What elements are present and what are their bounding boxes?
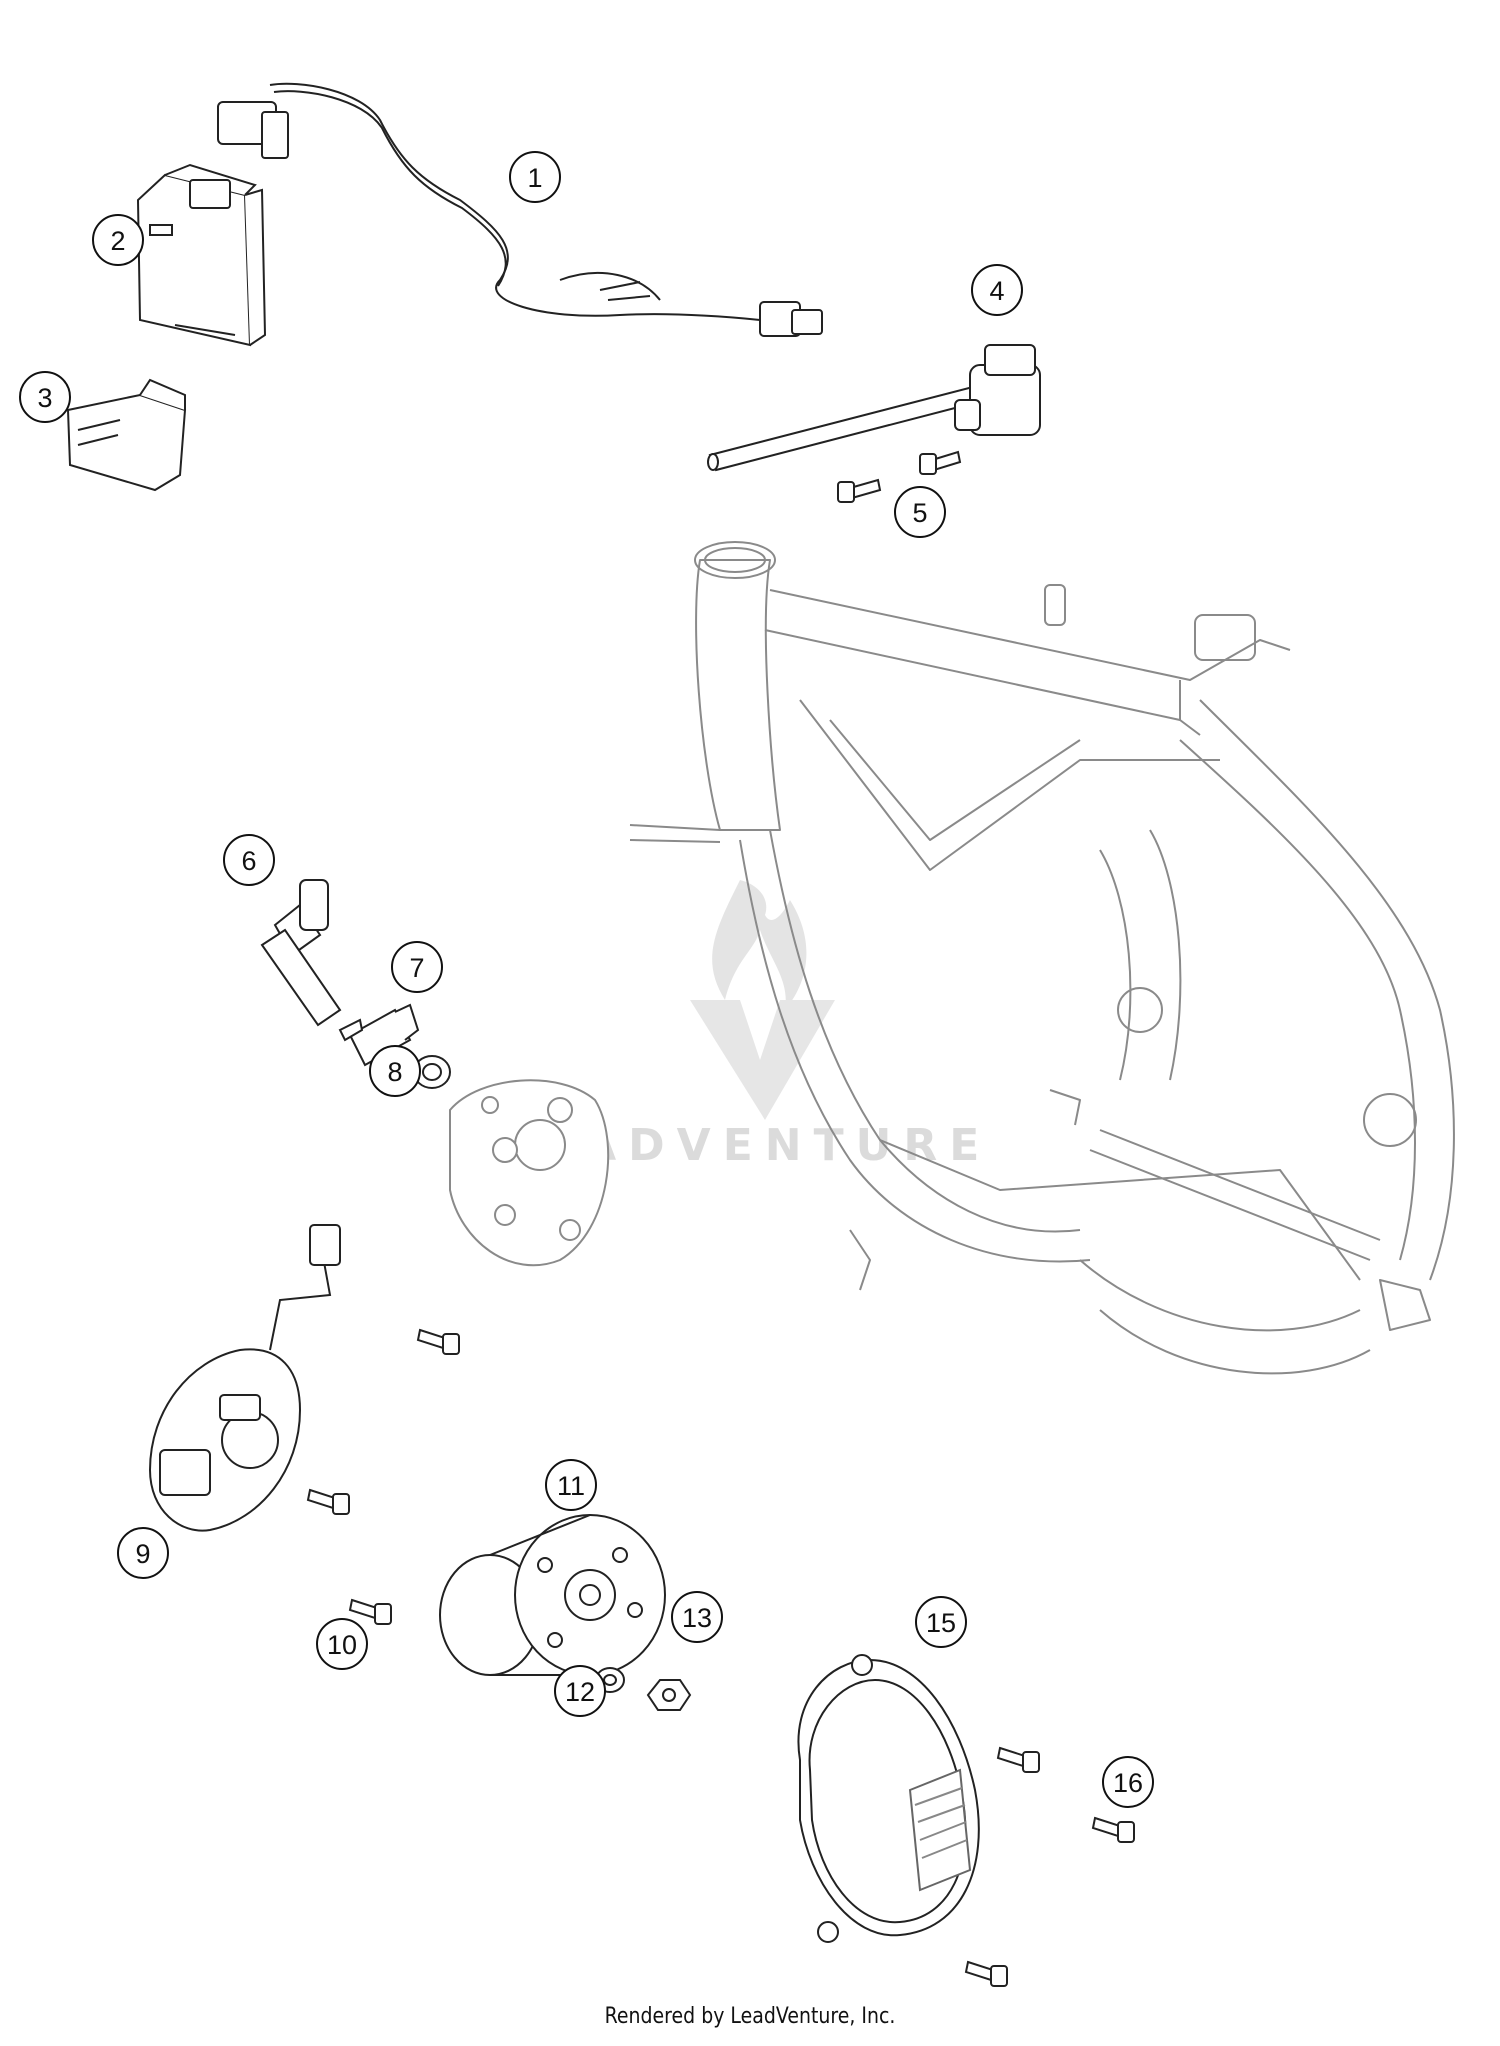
cdi-module-part (136, 163, 267, 347)
callout-9: 9 (117, 1527, 169, 1579)
cylinder-head-part (449, 1079, 610, 1267)
callout-1: 1 (509, 151, 561, 203)
callout-10: 10 (316, 1618, 368, 1670)
plug-seal-part (413, 1055, 451, 1089)
spark-plug-part (338, 1003, 420, 1067)
spark-plug-cap-part (260, 879, 342, 1027)
callout-16: 16 (1102, 1756, 1154, 1808)
callout-7: 7 (391, 941, 443, 993)
svg-text:4: 4 (989, 276, 1004, 306)
module-bracket-part (66, 378, 187, 492)
svg-text:6: 6 (241, 846, 256, 876)
svg-text:9: 9 (135, 1539, 150, 1569)
svg-text:16: 16 (1113, 1768, 1143, 1798)
svg-text:7: 7 (409, 953, 424, 983)
svg-text:2: 2 (110, 226, 125, 256)
callout-3: 3 (19, 371, 71, 423)
wiring-harness-part (217, 82, 823, 337)
callout-8: 8 (369, 1045, 421, 1097)
svg-text:5: 5 (912, 498, 927, 528)
flywheel-part (439, 1514, 666, 1676)
callout-6: 6 (223, 834, 275, 886)
coil-bolts-part (837, 450, 962, 503)
stator-part (148, 1224, 341, 1532)
callout-5: 5 (894, 486, 946, 538)
svg-text:15: 15 (926, 1608, 956, 1638)
svg-text:12: 12 (565, 1677, 595, 1707)
flywheel-nut-part (646, 1679, 692, 1711)
callout-11: 11 (545, 1459, 597, 1511)
callout-2: 2 (92, 214, 144, 266)
svg-text:11: 11 (557, 1471, 585, 1501)
svg-text:10: 10 (327, 1630, 357, 1660)
callout-15: 15 (915, 1596, 967, 1648)
svg-text:8: 8 (387, 1057, 402, 1087)
callout-13: 13 (671, 1591, 723, 1643)
cover-bolts-part (964, 1746, 1135, 1987)
footer-credit: Rendered by LeadVenture, Inc. (604, 2004, 896, 2029)
stator-bolts-part (306, 1328, 460, 1625)
ignition-cover-part (797, 1654, 980, 1943)
svg-text:1: 1 (527, 163, 542, 193)
ignition-coil-part (707, 344, 1041, 472)
svg-text:13: 13 (682, 1603, 712, 1633)
callout-4: 4 (971, 264, 1023, 316)
svg-text:3: 3 (37, 383, 52, 413)
frame-part (629, 541, 1455, 1375)
callout-12: 12 (554, 1665, 606, 1717)
